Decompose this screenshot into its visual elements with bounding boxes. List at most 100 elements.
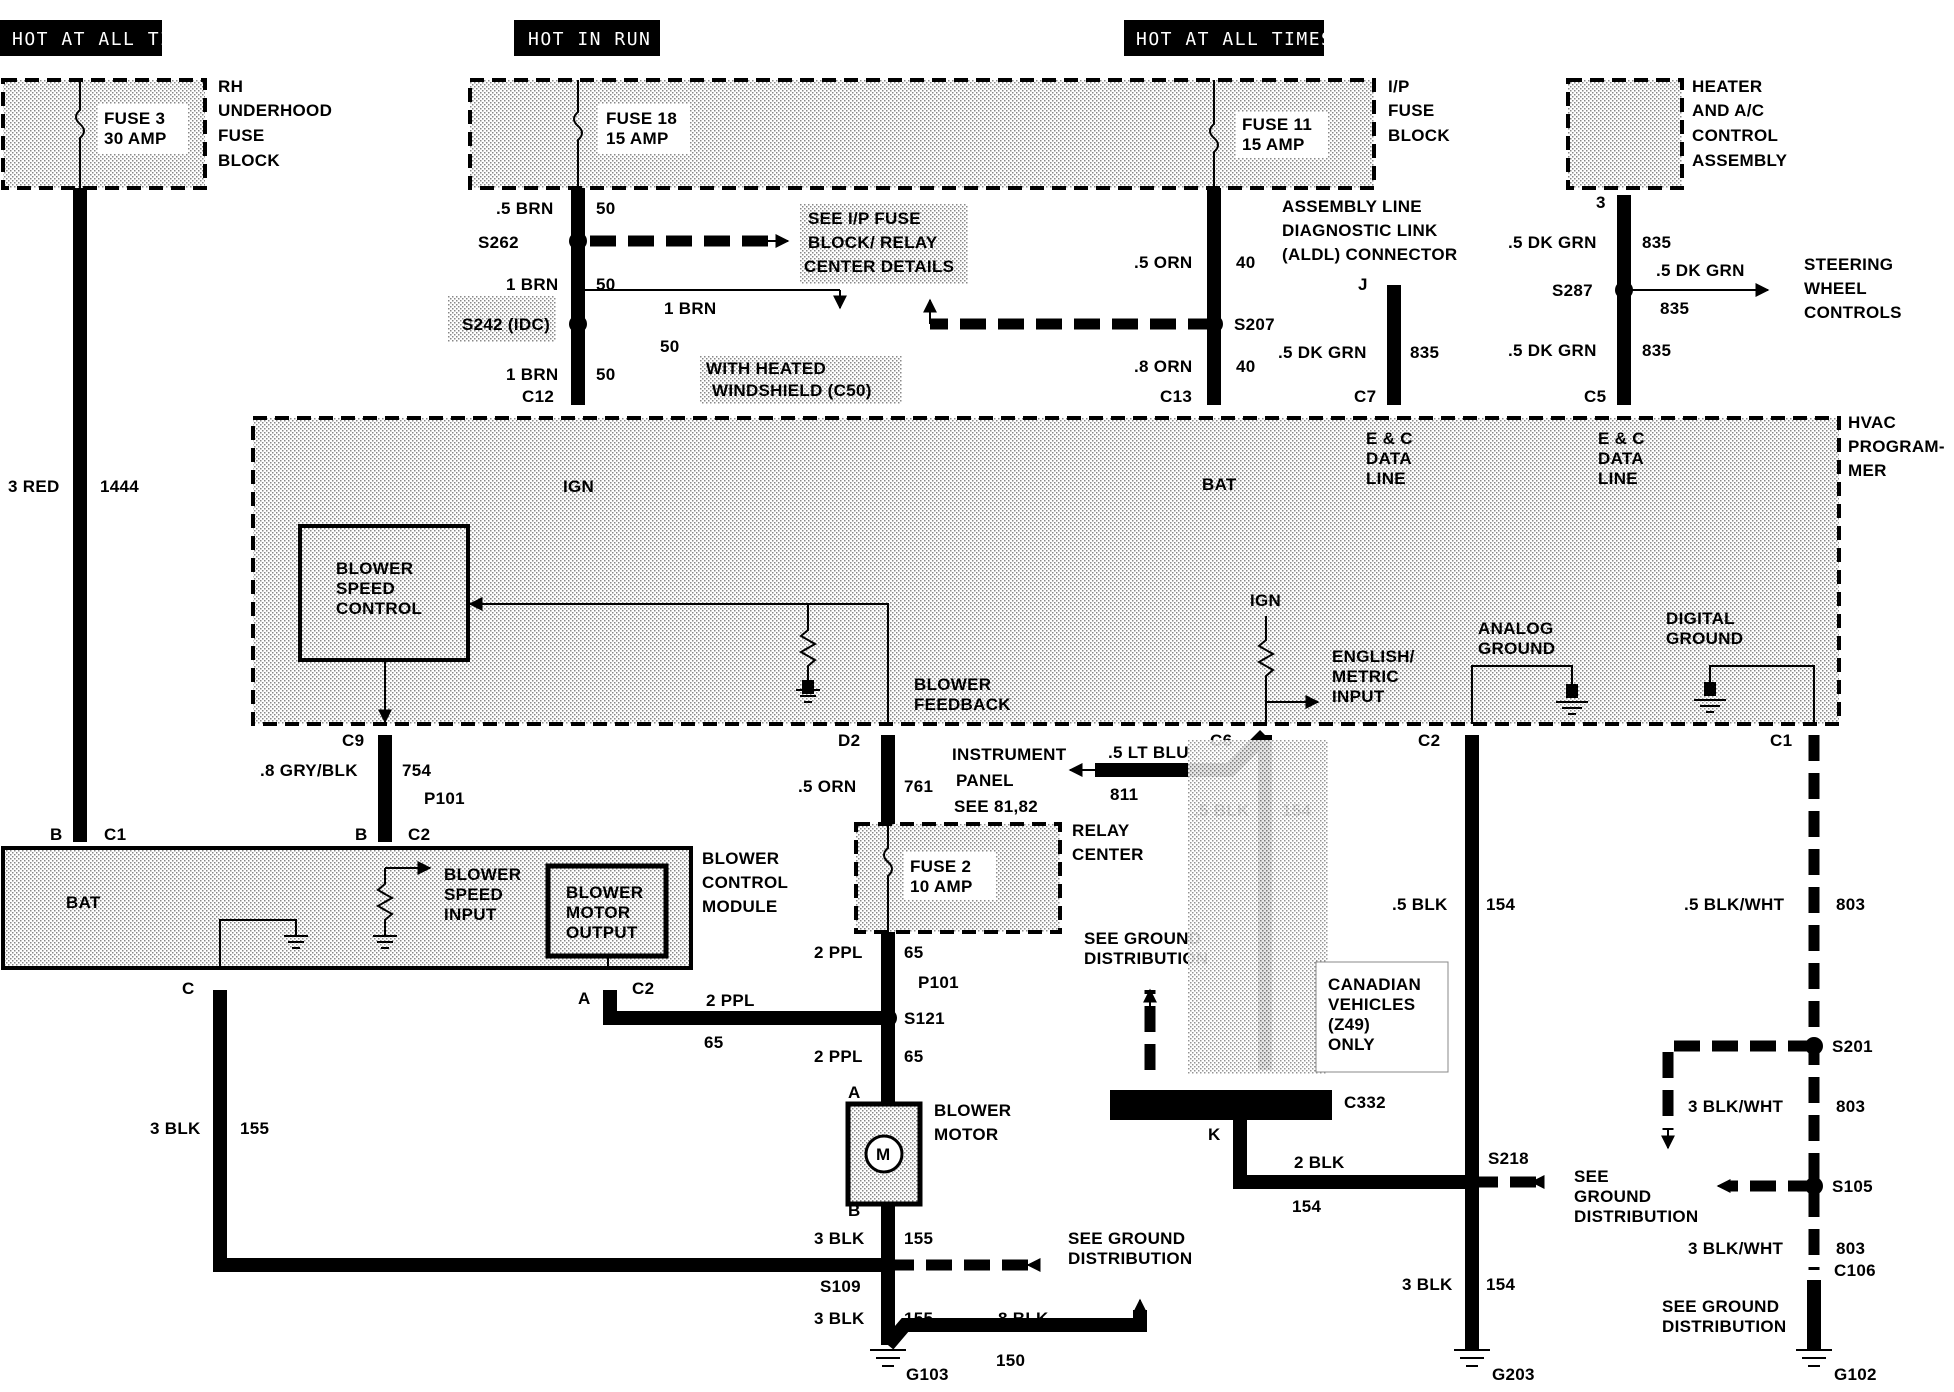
notes-aldl-l2-label: DIAGNOSTIC LINK (1282, 221, 1438, 240)
notes-gnd-d-l1-label: SEE GROUND (1662, 1297, 1779, 1316)
ip-fuse-block-title-l2-label: FUSE (1388, 101, 1435, 120)
notes-aldl-l3-label: (ALDL) CONNECTOR (1282, 245, 1457, 264)
wires-c835-label: 835 (1642, 341, 1671, 360)
hvac-ag-l1-label: ANALOG (1478, 619, 1553, 638)
hvac-ec2-l2-label: DATA (1598, 449, 1644, 468)
hvac-fb-l2-label: FEEDBACK (914, 695, 1011, 714)
heater-ac-l1-label: HEATER (1692, 77, 1762, 96)
hvac-ec1-l3-label: LINE (1366, 469, 1406, 488)
wires-ltblu-label: .5 LT BLU (1108, 743, 1189, 762)
rh-underhood-title-l1-label: RH (218, 77, 243, 96)
wires-brn-1a-label: 1 BRN (506, 275, 559, 294)
connectors-j-label: J (1358, 275, 1368, 294)
wires-c803-label: 803 (1836, 1097, 1865, 1116)
fuse-11-rating: 15 AMP (1242, 135, 1305, 154)
ip-fuse-block-title-l1-label: I/P (1388, 77, 1410, 96)
hvac-t1-label: HVAC (1848, 413, 1896, 432)
connectors-bcm-c2-label: C2 (408, 825, 430, 844)
wires-blk-3-label: 3 BLK (814, 1309, 865, 1328)
notes-ip-l3-label: SEE 81,82 (954, 797, 1038, 816)
connectors-c12-label: C12 (522, 387, 554, 406)
c332-bar (1110, 1090, 1332, 1120)
wires-dkgrn-b-label: .5 DK GRN (1508, 233, 1597, 252)
splice-labels: S262 S242 (IDC) S207 S287 S121 S109 S218… (448, 233, 1873, 1296)
header-hot-all-times-left: HOT AT ALL TIMES (0, 20, 208, 56)
wires-red-3-label: 3 RED (8, 477, 60, 496)
headers-hot-in-run-label: HOT IN RUN (528, 29, 651, 50)
connectors-k-label: K (1208, 1125, 1221, 1144)
hvac-bsc-l2-label: SPEED (336, 579, 395, 598)
connectors-c9-label: C9 (342, 731, 364, 750)
splices-s242-label: S242 (IDC) (462, 315, 550, 334)
splices-s218-label: S218 (1488, 1149, 1529, 1168)
fuse-2-label: FUSE 2 (910, 857, 971, 876)
notes-see-ip-l2-label: BLOCK/ RELAY (808, 233, 938, 252)
notes-steer-l3-label: CONTROLS (1804, 303, 1902, 322)
wires-c155-label: 155 (240, 1119, 269, 1138)
ip-fuse-block: FUSE 18 15 AMP FUSE 11 15 AMP I/P FUSE B… (468, 77, 1450, 190)
connectors-c13-label: C13 (1160, 387, 1192, 406)
wires-c50-label: 50 (596, 275, 616, 294)
hvac-ec1-l1-label: E & C (1366, 429, 1413, 448)
wires-orn-8-label: .8 ORN (1134, 357, 1192, 376)
notes-steer-l1-label: STEERING (1804, 255, 1893, 274)
fuse-11-label: FUSE 11 (1242, 115, 1312, 134)
wires-c154-label: 154 (1486, 1275, 1516, 1294)
notes-aldl-l1-label: ASSEMBLY LINE (1282, 197, 1422, 216)
grounds-g102-label: G102 (1834, 1365, 1877, 1384)
wires-orn-761-label: .5 ORN (798, 777, 856, 796)
bcm-t1-label: BLOWER (702, 849, 779, 868)
wires-c803-label: 803 (1836, 895, 1865, 914)
notes-gnd-d-l2-label: DISTRIBUTION (1662, 1317, 1786, 1336)
rh-underhood-title-l2-label: UNDERHOOD (218, 101, 332, 120)
bcm-bsi-l3-label: INPUT (444, 905, 497, 924)
rh-underhood-title-l3-label: FUSE (218, 126, 265, 145)
grounds-g103-label: G103 (906, 1365, 949, 1384)
wires-c835-label: 835 (1660, 299, 1689, 318)
connectors-c332-label: C332 (1344, 1093, 1386, 1112)
wires-brn-1c-label: 1 BRN (506, 365, 559, 384)
notes-can-l1-label: CANADIAN (1328, 975, 1421, 994)
wires-c65-label: 65 (904, 943, 924, 962)
wires-brn-5-label: .5 BRN (496, 199, 554, 218)
hvac-ec1-l2-label: DATA (1366, 449, 1412, 468)
wires-blk-3-label: 3 BLK (814, 1229, 865, 1248)
wires-c155-label: 155 (904, 1309, 933, 1328)
heater-ac-control-assembly: HEATER AND A/C CONTROL ASSEMBLY 3 (1566, 77, 1787, 212)
notes-gnd-a-l2-label: DISTRIBUTION (1084, 949, 1208, 968)
relay-center-t2-label: CENTER (1072, 845, 1144, 864)
rh-underhood-fuse-block: FUSE 3 30 AMP RH UNDERHOOD FUSE BLOCK (1, 77, 332, 190)
connectors-bcm-b2-label: B (355, 825, 368, 844)
wires-grybl-label: .8 GRY/BLK (260, 761, 358, 780)
wires-blk-8-label: 8 BLK (998, 1309, 1049, 1328)
wires-c835-label: 835 (1642, 233, 1671, 252)
blower-motor: M BLOWER MOTOR (845, 1101, 1011, 1207)
hvac-ec2-l1-label: E & C (1598, 429, 1645, 448)
header-hot-all-times-right: HOT AT ALL TIMES (1124, 20, 1332, 56)
hvac-dg-l1-label: DIGITAL (1666, 609, 1735, 628)
blower-speed-control-box (298, 524, 470, 662)
wires-c155-label: 155 (904, 1229, 933, 1248)
wire-labels: .5 BRN 50 1 BRN 50 1 BRN 50 1 BRN 50 .5 … (8, 199, 1865, 1370)
wires-c40-label: 40 (1236, 253, 1256, 272)
rh-underhood-title-l4-label: BLOCK (218, 151, 280, 170)
hvac-ag-l2-label: GROUND (1478, 639, 1555, 658)
motor-symbol-label: M (876, 1145, 890, 1164)
wires-c803-label: 803 (1836, 1239, 1865, 1258)
notes-ip-l2-label: PANEL (956, 771, 1014, 790)
hvac-em-l2-label: METRIC (1332, 667, 1399, 686)
connectors-c1-label: C1 (1770, 731, 1792, 750)
bcm-t2-label: CONTROL (702, 873, 788, 892)
bcm-bmo-l3-label: OUTPUT (566, 923, 638, 942)
splices-s201-label: S201 (1832, 1037, 1873, 1056)
splices-s207-label: S207 (1234, 315, 1275, 334)
splices-s121-label: S121 (904, 1009, 945, 1028)
notes-gnd-a-l1-label: SEE GROUND (1084, 929, 1201, 948)
connectors-bcm-a-label: A (578, 989, 591, 1008)
hvac-em-l1-label: ENGLISH/ (1332, 647, 1415, 666)
wires-c50-label: 50 (596, 199, 616, 218)
relay-center-t1-label: RELAY (1072, 821, 1130, 840)
hvac-dg-l2-label: GROUND (1666, 629, 1743, 648)
grounds-g203-label: G203 (1492, 1365, 1535, 1384)
